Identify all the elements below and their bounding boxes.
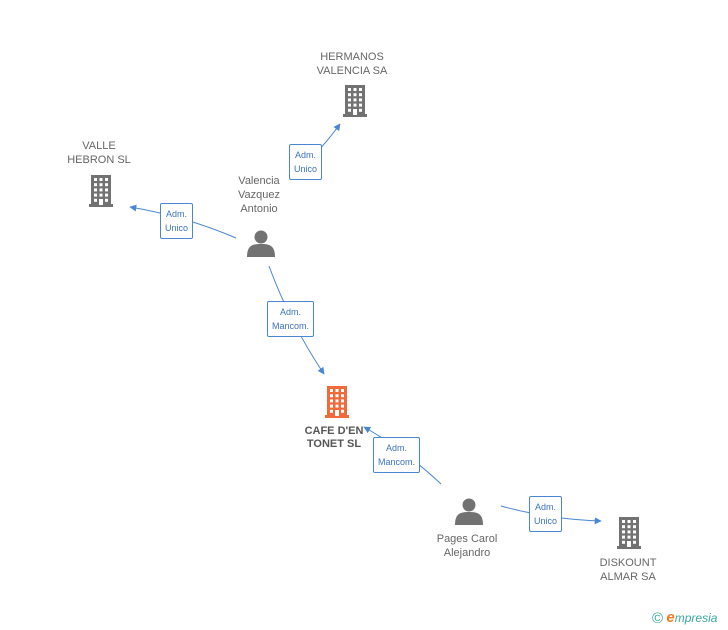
building-icon-diskount[interactable]	[617, 517, 641, 549]
brand-logo-text: mpresia	[674, 611, 718, 625]
edge-label-pages-to-diskount[interactable]: Adm. Unico	[529, 496, 563, 532]
node-label-hermanos-line: HERMANOS	[320, 51, 384, 63]
edges-layer	[129, 123, 602, 525]
copyright-symbol: ©	[652, 610, 664, 627]
edge-label-pages-to-cafe[interactable]: Adm. Mancom.	[373, 437, 421, 473]
edge-label-valencia-to-valle[interactable]: Adm. Unico	[160, 203, 194, 239]
person-icon-valencia[interactable]	[247, 230, 275, 258]
edge-label-line: Mancom.	[272, 321, 310, 331]
edge-label-line: Adm.	[386, 443, 408, 453]
node-label-valencia-line: Valencia	[238, 175, 280, 187]
edge-label-line: Adm.	[535, 502, 557, 512]
edge-label-valencia-to-hermanos[interactable]: Adm. Unico	[289, 144, 323, 180]
node-label-valle[interactable]: VALLE HEBRON SL	[67, 139, 131, 167]
edge-label-line: Mancom.	[378, 457, 416, 467]
node-label-valle-line: HEBRON SL	[67, 154, 131, 166]
node-label-hermanos-line: VALENCIA SA	[316, 65, 388, 77]
building-icon-cafe[interactable]	[325, 386, 349, 418]
node-label-pages-line: Alejandro	[443, 547, 491, 559]
node-label-cafe-line: TONET SL	[306, 438, 362, 450]
node-label-diskount-line: DISKOUNT	[599, 557, 657, 569]
edge-label-line: Adm.	[295, 150, 317, 160]
edge-label-valencia-to-cafe[interactable]: Adm. Mancom.	[267, 301, 315, 337]
brand-logo-e: e	[666, 609, 675, 626]
edge-label-line: Adm.	[166, 209, 188, 219]
edge-label-line: Unico	[294, 164, 318, 174]
building-icon-valle[interactable]	[89, 175, 113, 207]
node-label-hermanos[interactable]: HERMANOS VALENCIA SA	[317, 50, 388, 78]
edge-label-line: Adm.	[280, 307, 302, 317]
node-label-valencia-line: Vazquez	[238, 189, 280, 201]
icons-layer	[89, 85, 641, 549]
person-icon-pages[interactable]	[455, 498, 483, 526]
node-label-cafe-line: CAFE D'EN	[304, 425, 364, 437]
node-label-valencia-line: Antonio	[240, 203, 278, 215]
node-label-diskount[interactable]: DISKOUNT ALMAR SA	[600, 556, 657, 584]
node-label-diskount-line: ALMAR SA	[600, 571, 656, 583]
edge-label-line: Unico	[534, 516, 558, 526]
building-icon-hermanos[interactable]	[343, 85, 367, 117]
edge-label-line: Unico	[165, 223, 189, 233]
node-label-valle-line: VALLE	[82, 140, 116, 152]
node-label-pages-line: Pages Carol	[436, 533, 498, 545]
brand-logo: © empresia	[652, 609, 717, 627]
